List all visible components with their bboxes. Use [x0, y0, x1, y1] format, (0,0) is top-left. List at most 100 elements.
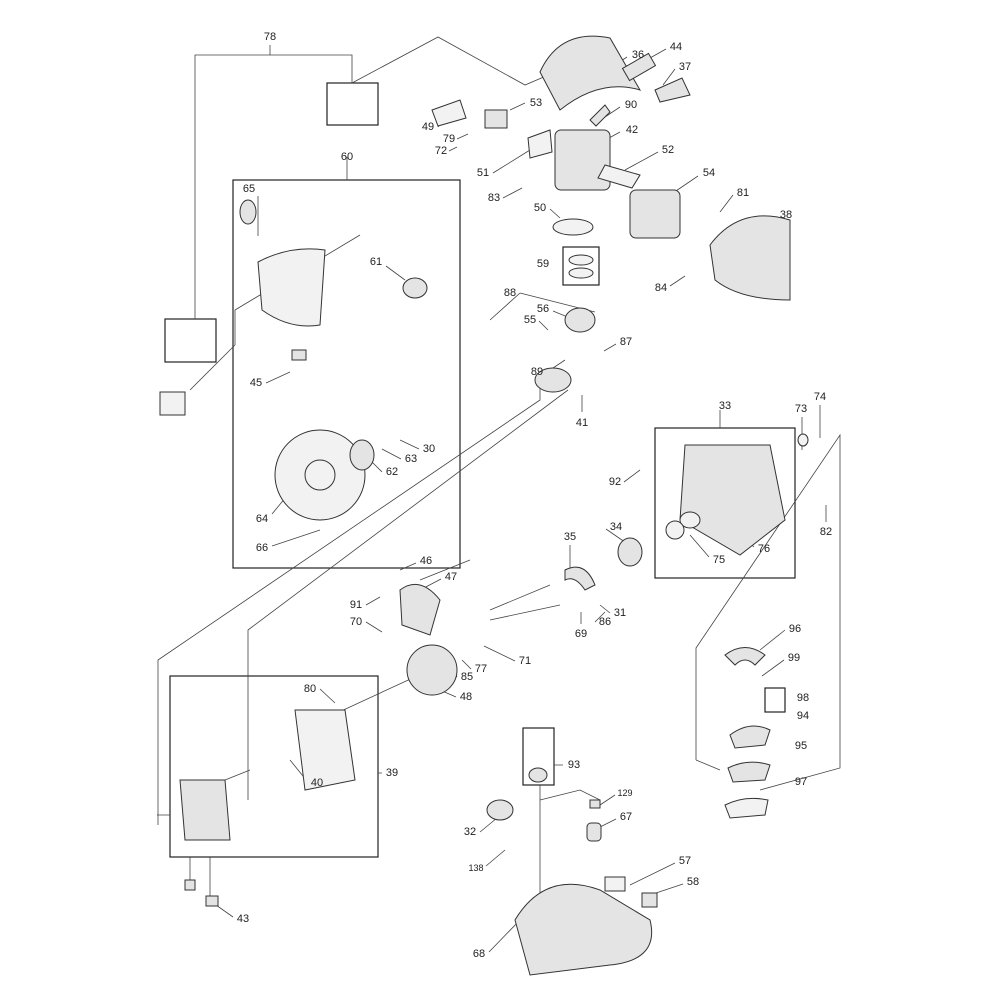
- label-70: 70: [349, 616, 363, 628]
- part-32-cap: [486, 799, 514, 821]
- recoil-starter-box: [232, 179, 461, 569]
- part-42-cylinder: [554, 129, 611, 191]
- label-34: 34: [609, 521, 623, 533]
- part-97: [724, 797, 769, 819]
- part-68-fuel-tank: [514, 883, 653, 976]
- label-44: 44: [669, 41, 683, 53]
- part-53: [484, 109, 508, 129]
- label-78: 78: [263, 31, 277, 43]
- part-129: [589, 799, 601, 809]
- label-85: 85: [460, 671, 474, 683]
- label-90: 90: [624, 99, 638, 111]
- label-39: 39: [385, 767, 399, 779]
- bolt-set-box-top: [326, 82, 379, 126]
- part-housing: [294, 709, 356, 791]
- label-72: 72: [434, 145, 448, 157]
- label-66: 66: [255, 542, 269, 554]
- label-42: 42: [625, 124, 639, 136]
- label-96: 96: [788, 623, 802, 635]
- label-55: 55: [523, 314, 537, 326]
- label-65: 65: [242, 183, 256, 195]
- bolt-set-box-left: [164, 318, 217, 363]
- part-33-crankcase: [679, 444, 786, 556]
- label-57: 57: [678, 855, 692, 867]
- label-97: 97: [794, 776, 808, 788]
- label-69: 69: [574, 628, 588, 640]
- part-56-piston: [564, 307, 596, 333]
- part-47-ignition: [399, 583, 441, 636]
- part-59-ring: [568, 254, 594, 266]
- part-34-drum: [617, 537, 643, 567]
- part-recoil-housing: [257, 248, 326, 327]
- label-60: 60: [340, 151, 354, 163]
- part-45: [291, 349, 307, 361]
- part-61: [402, 277, 428, 299]
- part-96: [724, 647, 766, 666]
- part-50-gasket: [552, 218, 594, 236]
- part-57: [604, 876, 626, 892]
- label-68: 68: [472, 948, 486, 960]
- part-49-gasket: [431, 99, 467, 127]
- label-45: 45: [249, 377, 263, 389]
- label-32: 32: [463, 826, 477, 838]
- label-83: 83: [487, 192, 501, 204]
- label-86: 86: [598, 616, 612, 628]
- part-59-ring: [568, 267, 594, 279]
- part-37: [654, 77, 691, 103]
- part-36-cover: [539, 35, 642, 111]
- label-59: 59: [536, 258, 550, 270]
- part-43: [205, 895, 219, 907]
- label-82: 82: [819, 526, 833, 538]
- part-65-handle: [239, 199, 257, 225]
- label-81: 81: [736, 187, 750, 199]
- label-56: 56: [536, 303, 550, 315]
- part-95: [727, 761, 771, 783]
- part-58: [641, 892, 658, 908]
- label-67: 67: [619, 811, 633, 823]
- part-35-shoe: [564, 566, 596, 591]
- fuel-filter-box: [522, 727, 555, 786]
- label-138: 138: [468, 863, 484, 873]
- label-30: 30: [422, 443, 436, 455]
- label-49: 49: [421, 121, 435, 133]
- part-39-housing: [179, 779, 231, 841]
- part-44: [621, 52, 657, 82]
- part-67: [586, 822, 602, 842]
- part-90-spark-plug: [589, 104, 611, 127]
- label-92: 92: [608, 476, 622, 488]
- label-41: 41: [575, 417, 589, 429]
- label-52: 52: [661, 144, 675, 156]
- label-74: 74: [813, 391, 827, 403]
- label-73: 73: [794, 403, 808, 415]
- label-46: 46: [419, 555, 433, 567]
- label-94: 94: [796, 710, 810, 722]
- label-63: 63: [404, 453, 418, 465]
- label-37: 37: [678, 61, 692, 73]
- label-88: 88: [503, 287, 517, 299]
- label-87: 87: [619, 336, 633, 348]
- label-77: 77: [474, 663, 488, 675]
- label-93: 93: [567, 759, 581, 771]
- label-80: 80: [303, 683, 317, 695]
- part-48-flywheel: [406, 644, 458, 696]
- label-36: 36: [631, 49, 645, 61]
- label-89: 89: [530, 366, 544, 378]
- part-51: [527, 129, 553, 159]
- label-98: 98: [796, 692, 810, 704]
- label-129: 129: [617, 788, 633, 798]
- part-62-pulley: [349, 439, 375, 471]
- label-47: 47: [444, 571, 458, 583]
- label-54: 54: [702, 167, 716, 179]
- label-76: 76: [757, 543, 771, 555]
- label-84: 84: [654, 282, 668, 294]
- screw-set-box: [764, 687, 786, 713]
- label-33: 33: [718, 400, 732, 412]
- piston-ring-box: [562, 246, 600, 286]
- label-62: 62: [385, 466, 399, 478]
- label-71: 71: [518, 655, 532, 667]
- part-cap-plate: [159, 391, 186, 416]
- label-38: 38: [779, 209, 793, 221]
- label-31: 31: [613, 607, 627, 619]
- label-64: 64: [255, 513, 269, 525]
